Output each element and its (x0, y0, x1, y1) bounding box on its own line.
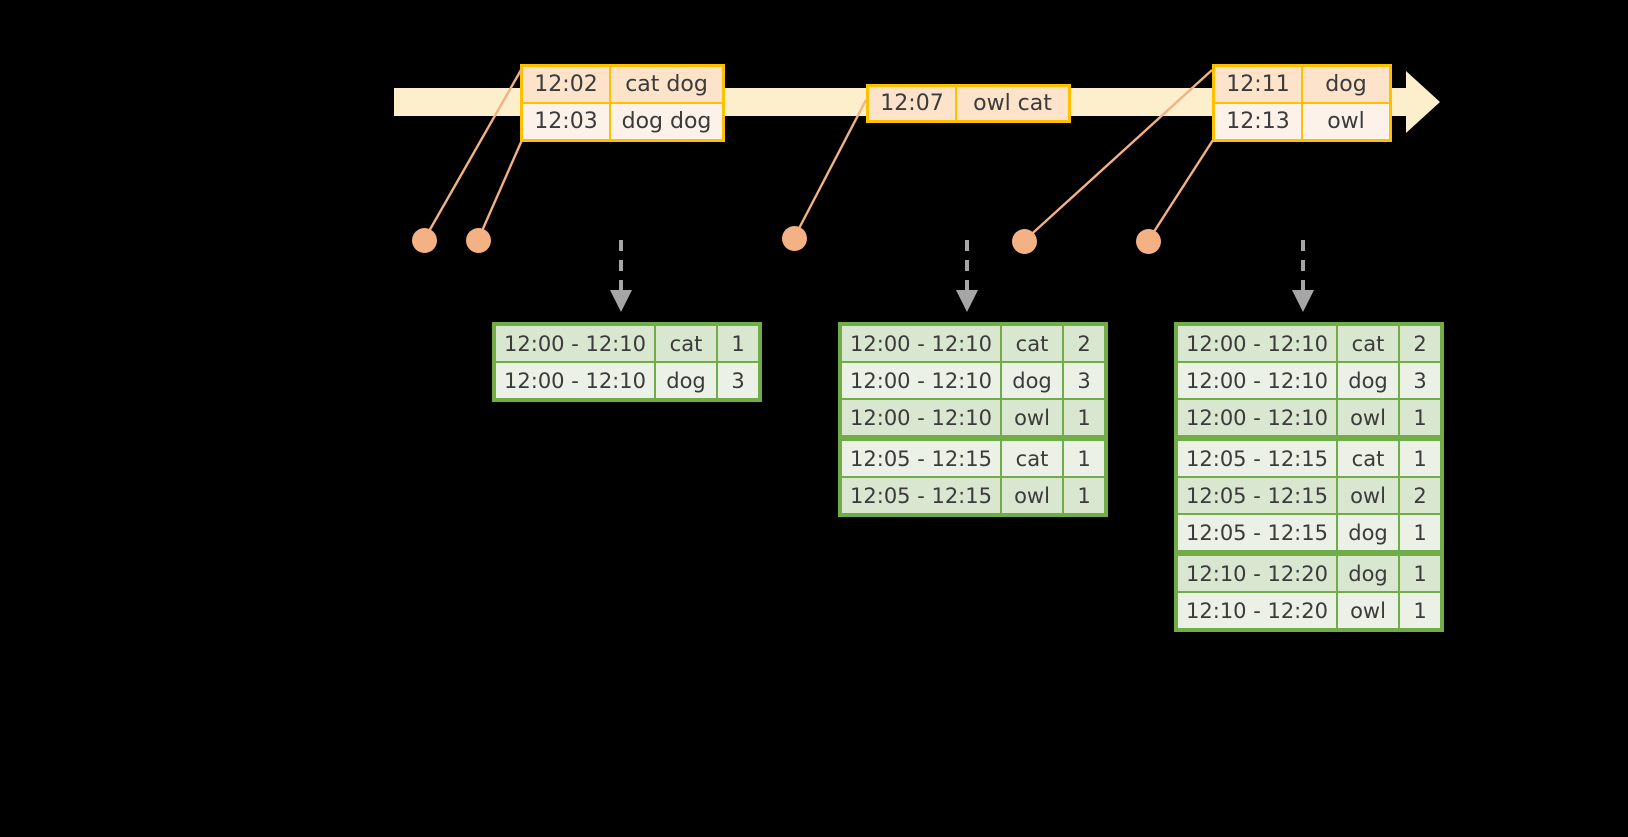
cell-window: 12:00 - 12:10 (841, 399, 1001, 436)
event-box-1202[interactable]: 12:02 cat dog 12:03 dog dog (520, 64, 725, 142)
event-words: dog (1303, 67, 1389, 102)
event-time: 12:13 (1215, 104, 1303, 139)
dashed-arrow-down-icon (1292, 240, 1314, 312)
group-separator (841, 436, 1105, 440)
event-box-1207[interactable]: 12:07 owl cat (866, 84, 1071, 123)
connector-lines (422, 69, 1215, 242)
cell-word: dog (1337, 555, 1399, 592)
event-dot (782, 226, 807, 251)
cell-window: 12:05 - 12:15 (1177, 440, 1337, 477)
cell-window: 12:05 - 12:15 (1177, 477, 1337, 514)
cell-count: 3 (717, 362, 759, 399)
group-separator (1177, 436, 1441, 440)
cell-count: 1 (1063, 440, 1105, 477)
cell-word: owl (1337, 399, 1399, 436)
arrow-right-icon (1406, 71, 1440, 133)
cell-window: 12:00 - 12:10 (495, 362, 655, 399)
cell-count: 1 (1063, 399, 1105, 436)
cell-word: dog (1001, 362, 1063, 399)
group-separator (1177, 551, 1441, 555)
cell-window: 12:00 - 12:10 (1177, 325, 1337, 362)
cell-window: 12:00 - 12:10 (841, 325, 1001, 362)
cell-word: owl (1001, 399, 1063, 436)
cell-count: 2 (1063, 325, 1105, 362)
dashed-arrow-down-icon (610, 240, 632, 312)
event-time: 12:11 (1215, 67, 1303, 102)
cell-count: 1 (1399, 440, 1441, 477)
cell-window: 12:05 - 12:15 (841, 477, 1001, 514)
cell-word: owl (1337, 477, 1399, 514)
cell-window: 12:05 - 12:15 (841, 440, 1001, 477)
dashed-arrow-down-icon (956, 240, 978, 312)
event-dot (466, 228, 491, 253)
cell-word: cat (1337, 440, 1399, 477)
cell-count: 1 (1063, 477, 1105, 514)
event-time: 12:02 (523, 67, 611, 102)
cell-count: 1 (1399, 514, 1441, 551)
cell-word: cat (655, 325, 717, 362)
event-time: 12:03 (523, 104, 611, 139)
cell-word: owl (1001, 477, 1063, 514)
event-time: 12:07 (869, 87, 957, 120)
event-row: 12:07 owl cat (869, 87, 1068, 120)
cell-count: 3 (1399, 362, 1441, 399)
cell-count: 1 (1399, 555, 1441, 592)
cell-word: cat (1337, 325, 1399, 362)
cell-window: 12:00 - 12:10 (1177, 362, 1337, 399)
cell-window: 12:10 - 12:20 (1177, 555, 1337, 592)
event-row: 12:13 owl (1215, 102, 1389, 139)
event-dot (412, 228, 437, 253)
event-words: cat dog (611, 67, 722, 102)
cell-count: 1 (717, 325, 759, 362)
cell-count: 1 (1399, 399, 1441, 436)
cell-window: 12:05 - 12:15 (1177, 514, 1337, 551)
cell-word: dog (1337, 514, 1399, 551)
cell-window: 12:00 - 12:10 (841, 362, 1001, 399)
event-dot (1136, 229, 1161, 254)
event-row: 12:03 dog dog (523, 102, 722, 139)
cell-word: dog (1337, 362, 1399, 399)
event-words: owl (1303, 104, 1389, 139)
event-row: 12:11 dog (1215, 67, 1389, 102)
event-box-1211[interactable]: 12:11 dog 12:13 owl (1212, 64, 1392, 142)
cell-word: owl (1337, 592, 1399, 629)
cell-word: cat (1001, 325, 1063, 362)
cell-window: 12:00 - 12:10 (1177, 399, 1337, 436)
event-dot (1012, 229, 1037, 254)
cell-window: 12:00 - 12:10 (495, 325, 655, 362)
cell-window: 12:10 - 12:20 (1177, 592, 1337, 629)
cell-word: cat (1001, 440, 1063, 477)
cell-word: dog (655, 362, 717, 399)
cell-count: 2 (1399, 477, 1441, 514)
cell-count: 3 (1063, 362, 1105, 399)
event-words: dog dog (611, 104, 722, 139)
event-row: 12:02 cat dog (523, 67, 722, 102)
event-words: owl cat (957, 87, 1068, 120)
cell-count: 1 (1399, 592, 1441, 629)
cell-count: 2 (1399, 325, 1441, 362)
